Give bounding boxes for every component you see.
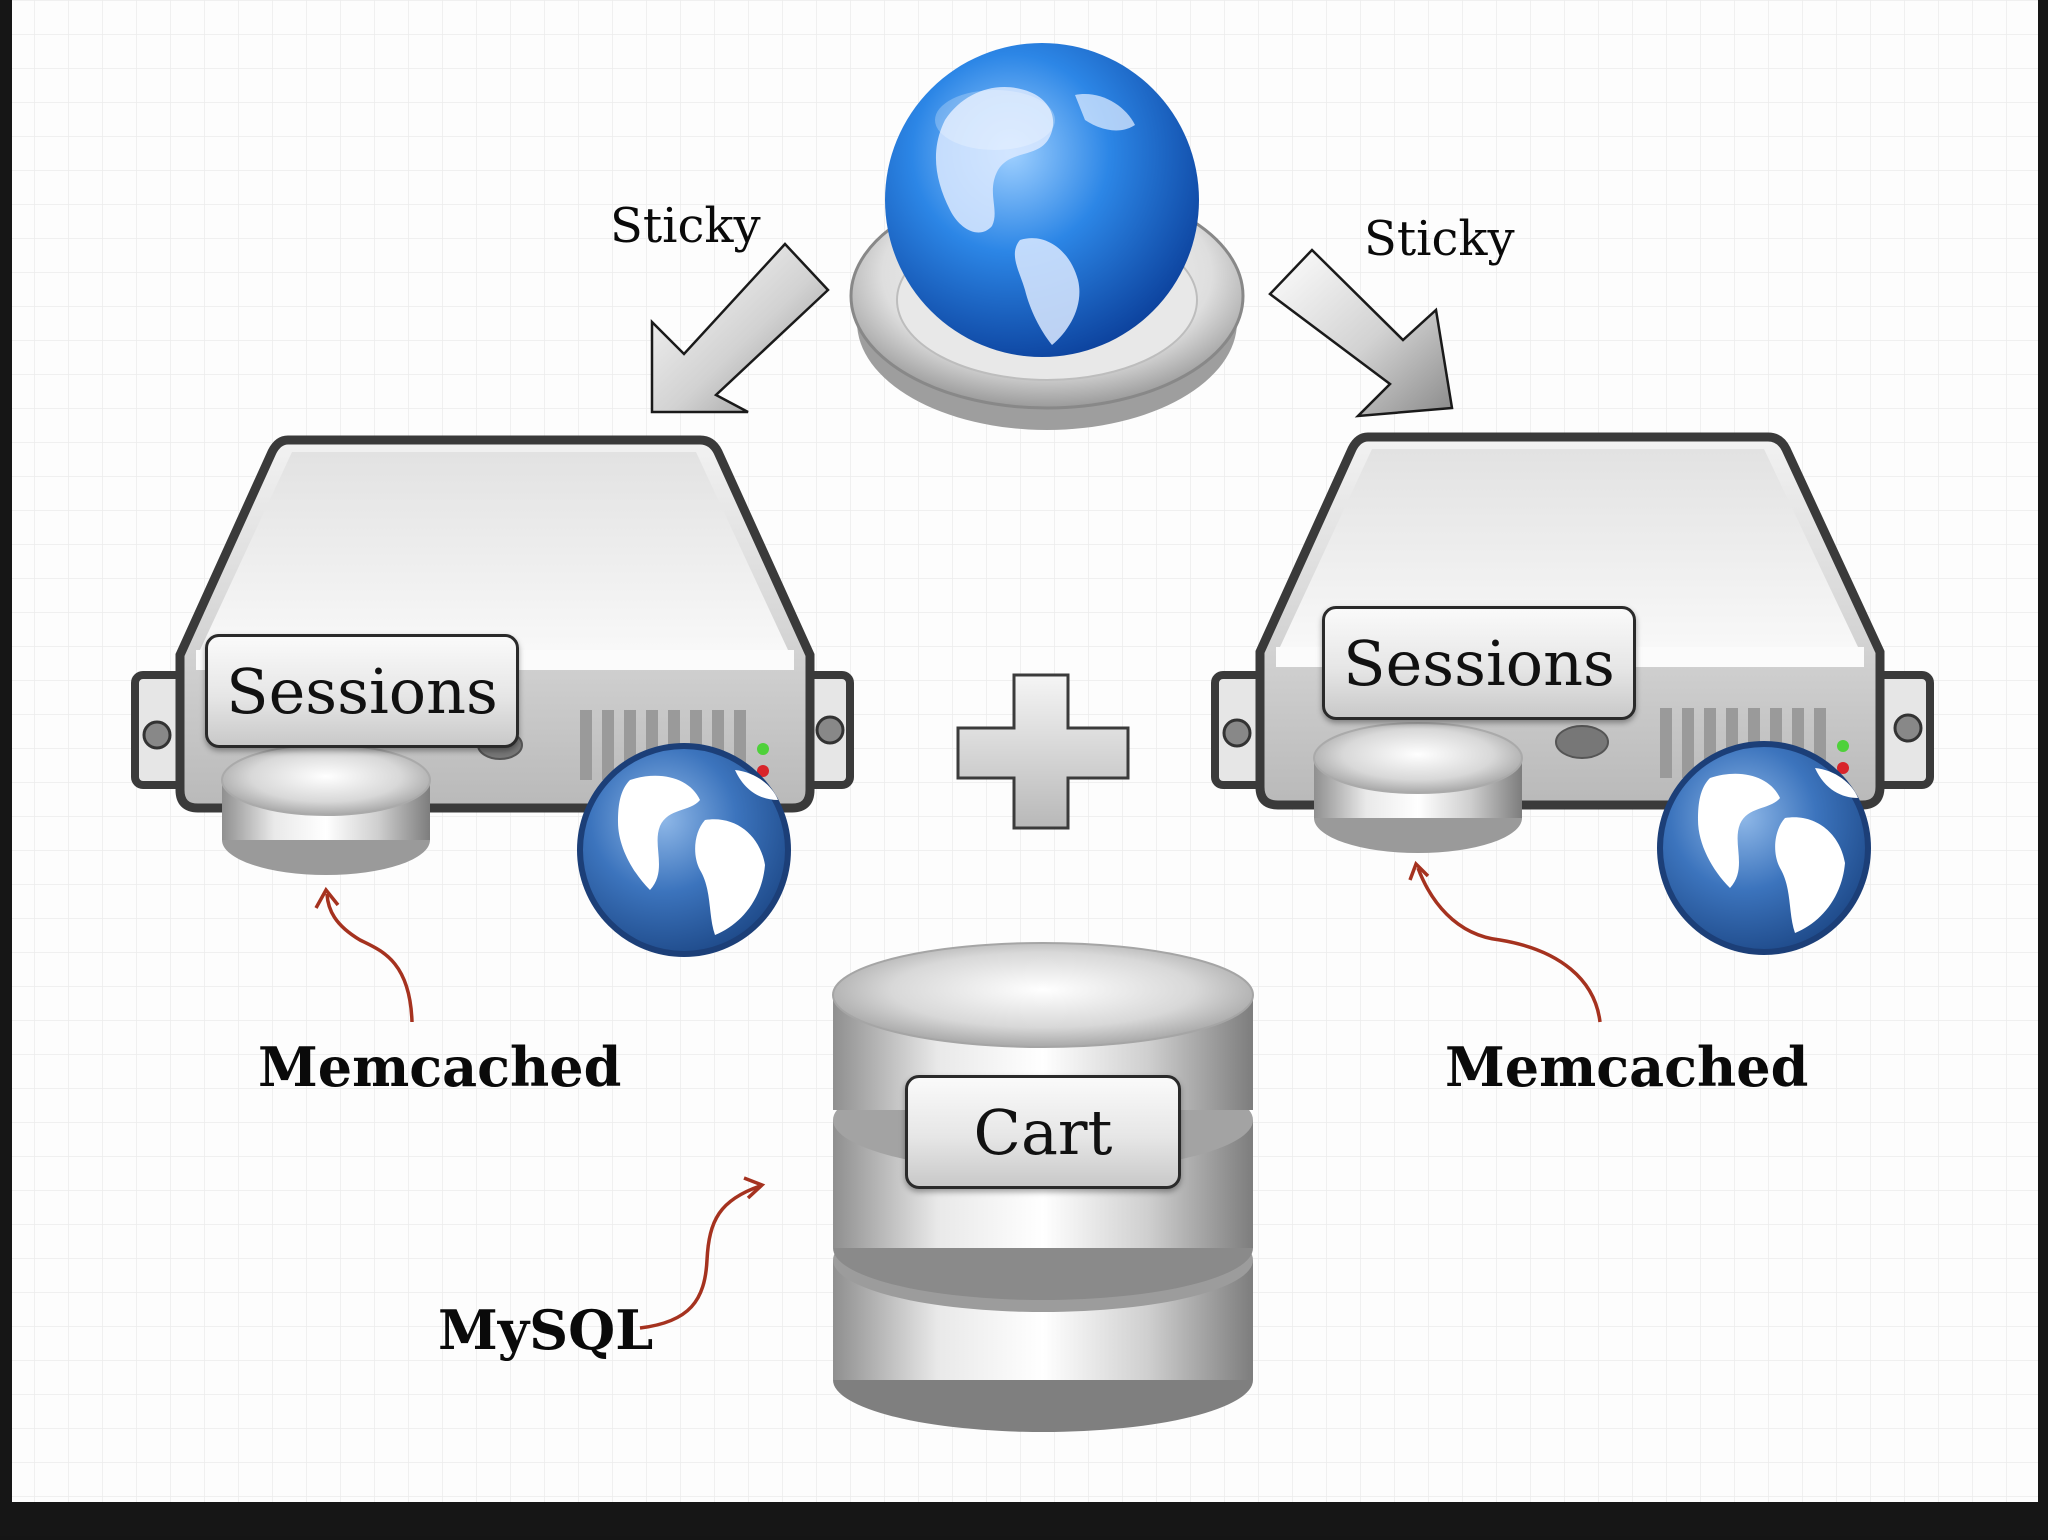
right-sticky-label: Sticky — [1364, 211, 1515, 267]
cart-tag: Cart — [905, 1075, 1181, 1189]
mysql-pointer-head-icon — [743, 1176, 766, 1200]
annotation-arrows — [314, 860, 1602, 1330]
right-memcached-label: Memcached — [1445, 1035, 1809, 1099]
right-memcached-pointer-arrow-icon — [1416, 867, 1602, 1023]
left-memcached-disk-icon — [221, 744, 431, 875]
right-sticky-arrow-icon — [1268, 248, 1454, 418]
left-memcached-pointer-arrow-icon — [325, 893, 414, 1023]
mysql-label: MySQL — [438, 1298, 654, 1362]
right-memcached-pointer-head-icon — [1408, 860, 1430, 881]
left-sessions-tag: Sessions — [205, 634, 519, 748]
mysql-pointer-arrow-icon — [639, 1184, 761, 1330]
left-sticky-label: Sticky — [610, 198, 761, 254]
right-server-globe-icon — [1657, 741, 1871, 955]
left-memcached-pointer-head-icon — [314, 886, 340, 909]
right-memcached-disk-icon — [1313, 722, 1523, 853]
left-memcached-label: Memcached — [258, 1035, 622, 1099]
left-server-globe-icon — [577, 743, 791, 957]
right-sessions-tag: Sessions — [1322, 606, 1636, 720]
plus-icon — [956, 673, 1130, 830]
internet-globe-icon — [849, 43, 1245, 430]
left-sticky-arrow-icon — [650, 242, 830, 414]
